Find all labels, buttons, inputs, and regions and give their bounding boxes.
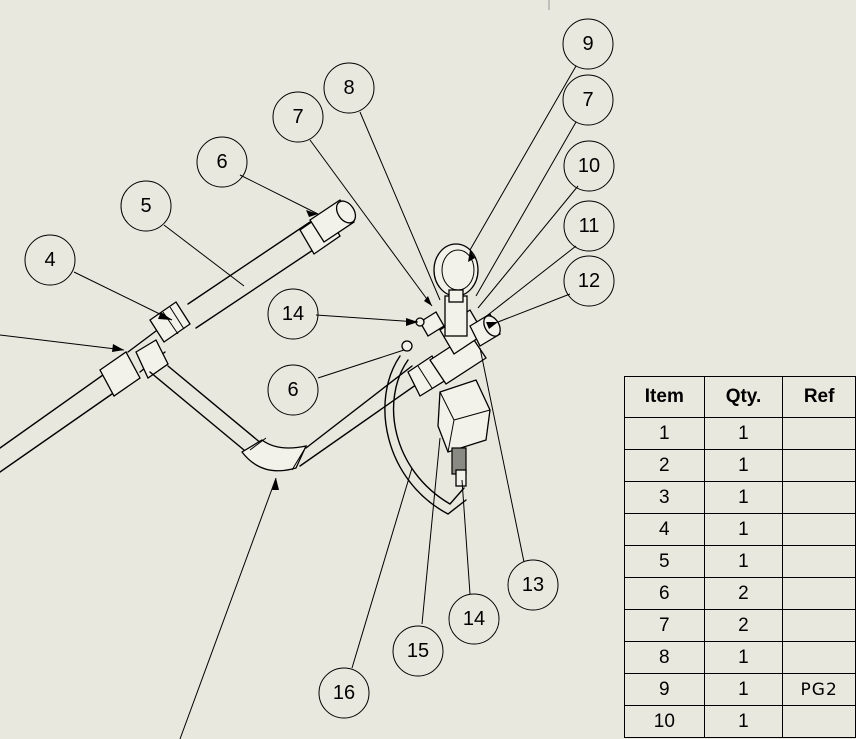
- piping-assembly: [0, 199, 501, 515]
- svg-text:6: 6: [216, 151, 227, 173]
- svg-text:13: 13: [522, 574, 544, 596]
- bom-cell-qty: 1: [703, 673, 784, 706]
- bom-row: 10 1: [624, 705, 856, 738]
- svg-text:12: 12: [578, 270, 600, 292]
- bom-cell-item: 3: [624, 481, 705, 514]
- bom-cell-item: 6: [624, 577, 705, 610]
- bom-row: 1 1: [624, 417, 856, 450]
- bom-header-ref: Ref: [782, 376, 856, 418]
- bom-cell-item: 2: [624, 449, 705, 482]
- leader-arrowheads: [112, 210, 498, 490]
- bom-header-qty: Qty.: [703, 376, 784, 418]
- balloon-12: 12: [563, 255, 615, 307]
- svg-text:9: 9: [582, 33, 593, 55]
- bill-of-materials-table: Item Qty. Ref 1 1 2 1 3 1 4 1 5 1: [624, 376, 856, 738]
- balloon-14-bottom: 14: [448, 593, 500, 645]
- bom-cell-ref: [782, 481, 856, 514]
- bom-cell-item: 1: [624, 417, 705, 450]
- balloon-15: 15: [392, 625, 444, 677]
- bom-cell-item: 8: [624, 641, 705, 674]
- balloon-4: 4: [24, 234, 76, 286]
- balloon-5: 5: [120, 180, 172, 232]
- bom-cell-qty: 1: [703, 641, 784, 674]
- bom-row: 7 2: [624, 609, 856, 642]
- bom-header-item: Item: [624, 376, 705, 418]
- bom-row: 6 2: [624, 577, 856, 610]
- bom-cell-item: 9: [624, 673, 705, 706]
- balloon-9: 9: [562, 18, 614, 70]
- bom-row: 3 1: [624, 481, 856, 514]
- bom-header-row: Item Qty. Ref: [624, 376, 856, 418]
- balloon-6-lower: 6: [267, 364, 319, 416]
- bom-cell-ref: [782, 641, 856, 674]
- bom-row: 4 1: [624, 513, 856, 546]
- bom-cell-ref: [782, 417, 856, 450]
- bom-cell-qty: 1: [703, 449, 784, 482]
- bom-cell-item: 7: [624, 609, 705, 642]
- bom-cell-ref: [782, 545, 856, 578]
- bom-row: 5 1: [624, 545, 856, 578]
- balloon-16: 16: [318, 667, 370, 719]
- bom-cell-ref: [782, 513, 856, 546]
- bom-cell-item: 10: [624, 705, 705, 738]
- svg-text:14: 14: [282, 303, 304, 325]
- balloon-6-top: 6: [196, 136, 248, 188]
- bom-cell-ref: [782, 609, 856, 642]
- svg-text:16: 16: [333, 682, 355, 704]
- svg-text:10: 10: [578, 155, 600, 177]
- bom-cell-ref: PG2: [782, 673, 856, 706]
- balloon-7-left: 7: [272, 91, 324, 143]
- leader-lines: [0, 65, 579, 739]
- svg-text:15: 15: [407, 640, 429, 662]
- bom-cell-qty: 2: [703, 577, 784, 610]
- bom-cell-qty: 1: [703, 481, 784, 514]
- balloon-8: 8: [323, 62, 375, 114]
- svg-text:7: 7: [582, 89, 593, 111]
- bom-cell-qty: 1: [703, 545, 784, 578]
- bom-cell-ref: [782, 705, 856, 738]
- bom-cell-qty: 2: [703, 609, 784, 642]
- svg-text:7: 7: [292, 106, 303, 128]
- svg-text:6: 6: [287, 379, 298, 401]
- balloon-7-right: 7: [562, 74, 614, 126]
- bom-cell-qty: 1: [703, 417, 784, 450]
- bom-cell-qty: 1: [703, 513, 784, 546]
- bom-row: 9 1 PG2: [624, 673, 856, 706]
- balloon-10: 10: [563, 140, 615, 192]
- bom-cell-item: 5: [624, 545, 705, 578]
- bom-row: 8 1: [624, 641, 856, 674]
- bom-cell-ref: [782, 577, 856, 610]
- bom-cell-ref: [782, 449, 856, 482]
- bom-cell-item: 4: [624, 513, 705, 546]
- svg-text:4: 4: [44, 249, 55, 271]
- bom-row: 2 1: [624, 449, 856, 482]
- svg-text:14: 14: [463, 608, 485, 630]
- balloon-14-top: 14: [267, 288, 319, 340]
- svg-text:11: 11: [579, 215, 600, 237]
- svg-text:8: 8: [343, 77, 354, 99]
- bom-cell-qty: 1: [703, 705, 784, 738]
- svg-text:5: 5: [140, 195, 151, 217]
- balloon-11: 11: [563, 200, 615, 252]
- balloon-13: 13: [507, 559, 559, 611]
